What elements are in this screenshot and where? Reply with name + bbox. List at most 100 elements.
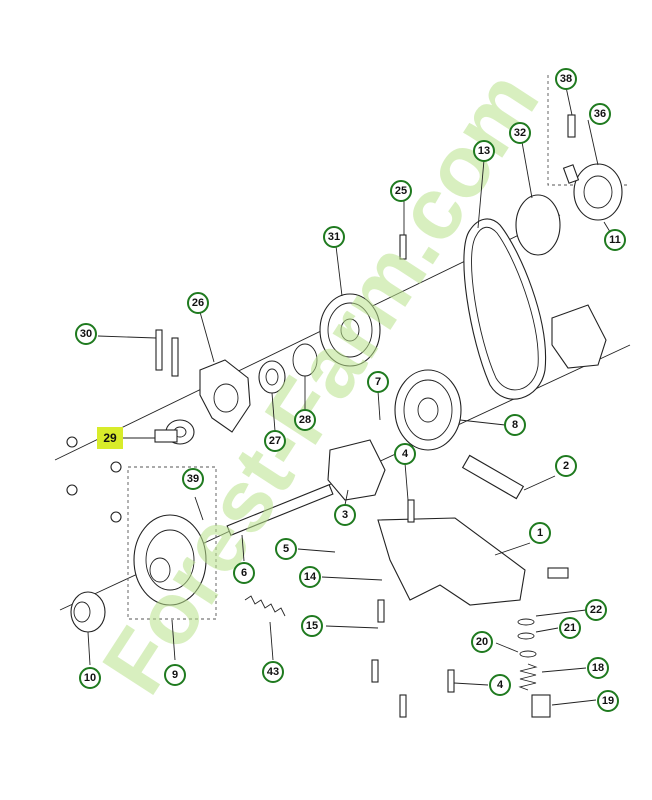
hub-29 — [154, 419, 195, 445]
bolt-25 — [399, 234, 407, 260]
callout-3-label: 3 — [342, 509, 348, 521]
callout-15[interactable]: 15 — [301, 615, 323, 637]
bolt-15 — [377, 599, 385, 623]
callout-39[interactable]: 39 — [182, 468, 204, 490]
callout-18[interactable]: 18 — [587, 657, 609, 679]
cover-plate — [515, 194, 561, 256]
callout-28-label: 28 — [299, 414, 311, 426]
pulley-lower — [394, 369, 462, 451]
belt-inner — [471, 226, 539, 391]
callout-20[interactable]: 20 — [471, 631, 493, 653]
callout-28[interactable]: 28 — [294, 409, 316, 431]
callout-21[interactable]: 21 — [559, 617, 581, 639]
spacer-10 — [70, 591, 106, 633]
bearing-block-right — [551, 304, 607, 369]
callout-26-label: 26 — [192, 297, 204, 309]
callout-14-label: 14 — [304, 571, 317, 583]
bracket-1 — [377, 517, 526, 606]
pulley-upper — [319, 293, 381, 367]
callout-13[interactable]: 13 — [473, 140, 495, 162]
callout-19-label: 19 — [602, 695, 614, 707]
flex-coupling — [562, 163, 623, 221]
callout-29-highlighted[interactable]: 29 — [97, 427, 123, 449]
callout-9-label: 9 — [172, 669, 178, 681]
callout-1[interactable]: 1 — [529, 522, 551, 544]
callout-32[interactable]: 32 — [509, 122, 531, 144]
bolt-near-3 — [407, 499, 415, 523]
callout-30-label: 30 — [80, 328, 92, 340]
callout-30[interactable]: 30 — [75, 323, 97, 345]
washer-20 — [519, 650, 537, 658]
callout-11[interactable]: 11 — [604, 229, 626, 251]
flange-hub — [199, 359, 251, 433]
callout-43[interactable]: 43 — [262, 661, 284, 683]
spring-18 — [518, 663, 538, 691]
bearing-block-left — [327, 439, 386, 501]
callout-38[interactable]: 38 — [555, 68, 577, 90]
callout-27[interactable]: 27 — [264, 430, 286, 452]
callout-9[interactable]: 9 — [164, 664, 186, 686]
callout-7[interactable]: 7 — [367, 371, 389, 393]
callout-5[interactable]: 5 — [275, 538, 297, 560]
screw-30b — [171, 337, 179, 377]
callout-22-label: 22 — [590, 604, 602, 616]
callout-11-label: 11 — [609, 234, 621, 246]
bolt-lower-b — [399, 694, 407, 718]
callout-15-label: 15 — [306, 620, 318, 632]
callout-4-lower[interactable]: 4 — [489, 674, 511, 696]
bolt-lower-a — [371, 659, 379, 683]
callout-22[interactable]: 22 — [585, 599, 607, 621]
clutch-assembly-box — [127, 466, 217, 620]
callout-39-label: 39 — [187, 473, 199, 485]
callout-29-label: 29 — [103, 431, 117, 445]
pin-right — [547, 567, 569, 579]
nut-c — [66, 484, 78, 496]
callout-21-label: 21 — [564, 622, 576, 634]
callout-14[interactable]: 14 — [299, 566, 321, 588]
callout-36[interactable]: 36 — [589, 103, 611, 125]
callout-19[interactable]: 19 — [597, 690, 619, 712]
strap-2 — [461, 454, 525, 500]
washer-22 — [517, 618, 535, 626]
callout-20-label: 20 — [476, 636, 488, 648]
callout-31[interactable]: 31 — [323, 226, 345, 248]
callout-10-label: 10 — [84, 672, 96, 684]
callout-26[interactable]: 26 — [187, 292, 209, 314]
callout-25[interactable]: 25 — [390, 180, 412, 202]
nut-d — [110, 511, 122, 523]
callout-3[interactable]: 3 — [334, 504, 356, 526]
drive-shaft — [226, 484, 334, 536]
callout-8-label: 8 — [512, 419, 518, 431]
callout-7-label: 7 — [375, 376, 381, 388]
belt — [463, 218, 547, 400]
callout-18-label: 18 — [592, 662, 604, 674]
callout-8[interactable]: 8 — [504, 414, 526, 436]
callout-10[interactable]: 10 — [79, 667, 101, 689]
callout-5-label: 5 — [283, 543, 289, 555]
sleeve-19 — [531, 694, 551, 718]
callout-13-label: 13 — [478, 145, 490, 157]
callout-4[interactable]: 4 — [394, 443, 416, 465]
callout-4-lower-label: 4 — [497, 679, 504, 691]
clutch — [133, 514, 207, 606]
spring-43 — [244, 595, 286, 617]
nut-b — [110, 461, 122, 473]
nut-a — [66, 436, 78, 448]
callout-2-label: 2 — [563, 460, 569, 472]
callout-1-label: 1 — [537, 527, 543, 539]
callout-27-label: 27 — [269, 435, 281, 447]
callout-43-label: 43 — [267, 666, 279, 678]
callout-25-label: 25 — [395, 185, 407, 197]
bolt-38 — [567, 114, 576, 138]
callout-6[interactable]: 6 — [233, 562, 255, 584]
callout-36-label: 36 — [594, 108, 606, 120]
callout-2[interactable]: 2 — [555, 455, 577, 477]
callout-31-label: 31 — [328, 231, 340, 243]
callout-38-label: 38 — [560, 73, 572, 85]
callout-32-label: 32 — [514, 127, 526, 139]
bolt-4-lower — [447, 669, 455, 693]
screw-30a — [155, 329, 163, 371]
callout-4-label: 4 — [402, 448, 409, 460]
callout-6-label: 6 — [241, 567, 247, 579]
